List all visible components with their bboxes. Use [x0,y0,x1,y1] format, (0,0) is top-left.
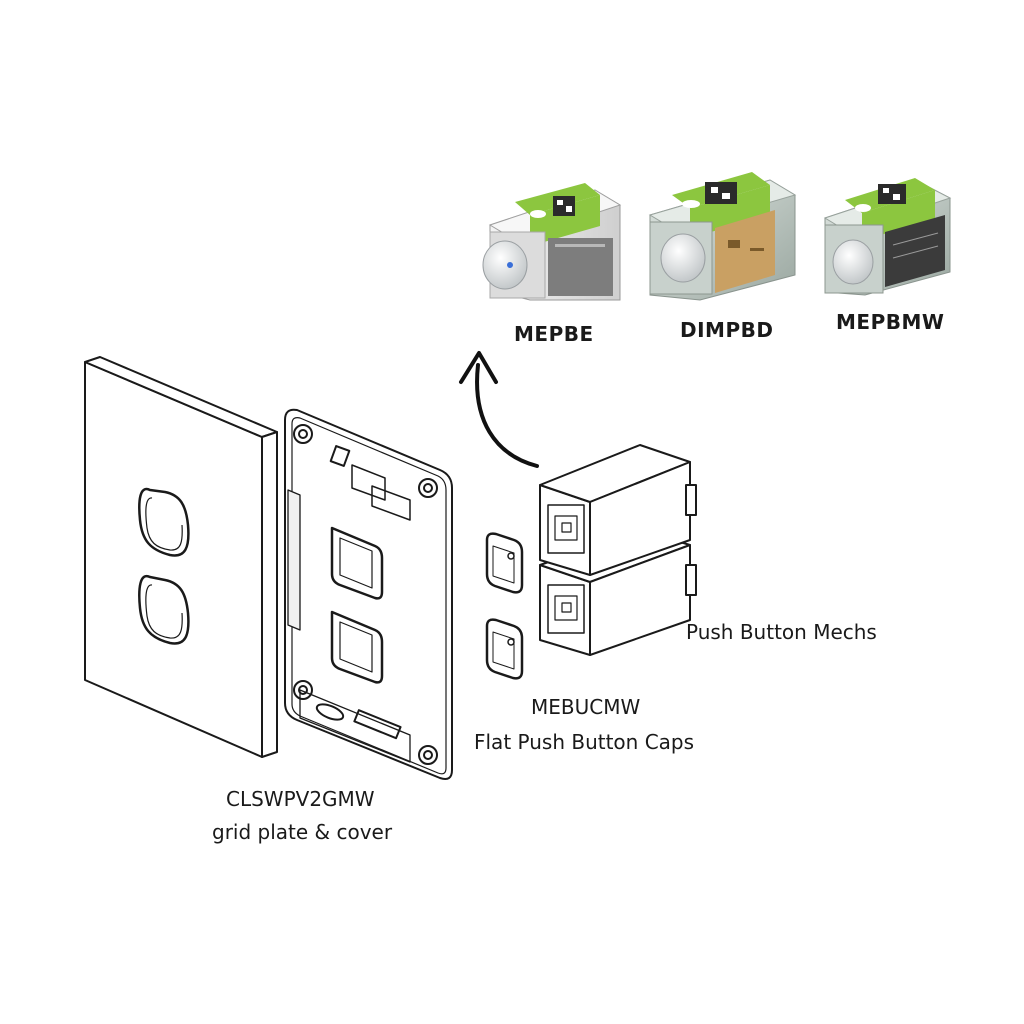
caps-code-label: MEBUCMW [531,695,641,719]
product-label-dimpbd: DIMPBD [680,318,774,342]
cover-plate [84,356,278,758]
upgrade-arrow [459,351,539,468]
product-label-mepbmw: MEPBMW [836,310,945,334]
product-dimpbd-image [648,172,797,301]
caps-description-label: Flat Push Button Caps [474,730,695,754]
plate-description-label: grid plate & cover [212,820,393,844]
grid-plate [284,408,453,780]
product-label-mepbe: MEPBE [514,322,594,346]
push-button-caps [485,532,524,680]
product-mepbe-image [482,183,622,301]
product-mepbmw-image [823,178,952,296]
plate-code-label: CLSWPV2GMW [226,787,375,811]
push-button-mechs [539,444,697,656]
mechs-label: Push Button Mechs [686,620,877,644]
